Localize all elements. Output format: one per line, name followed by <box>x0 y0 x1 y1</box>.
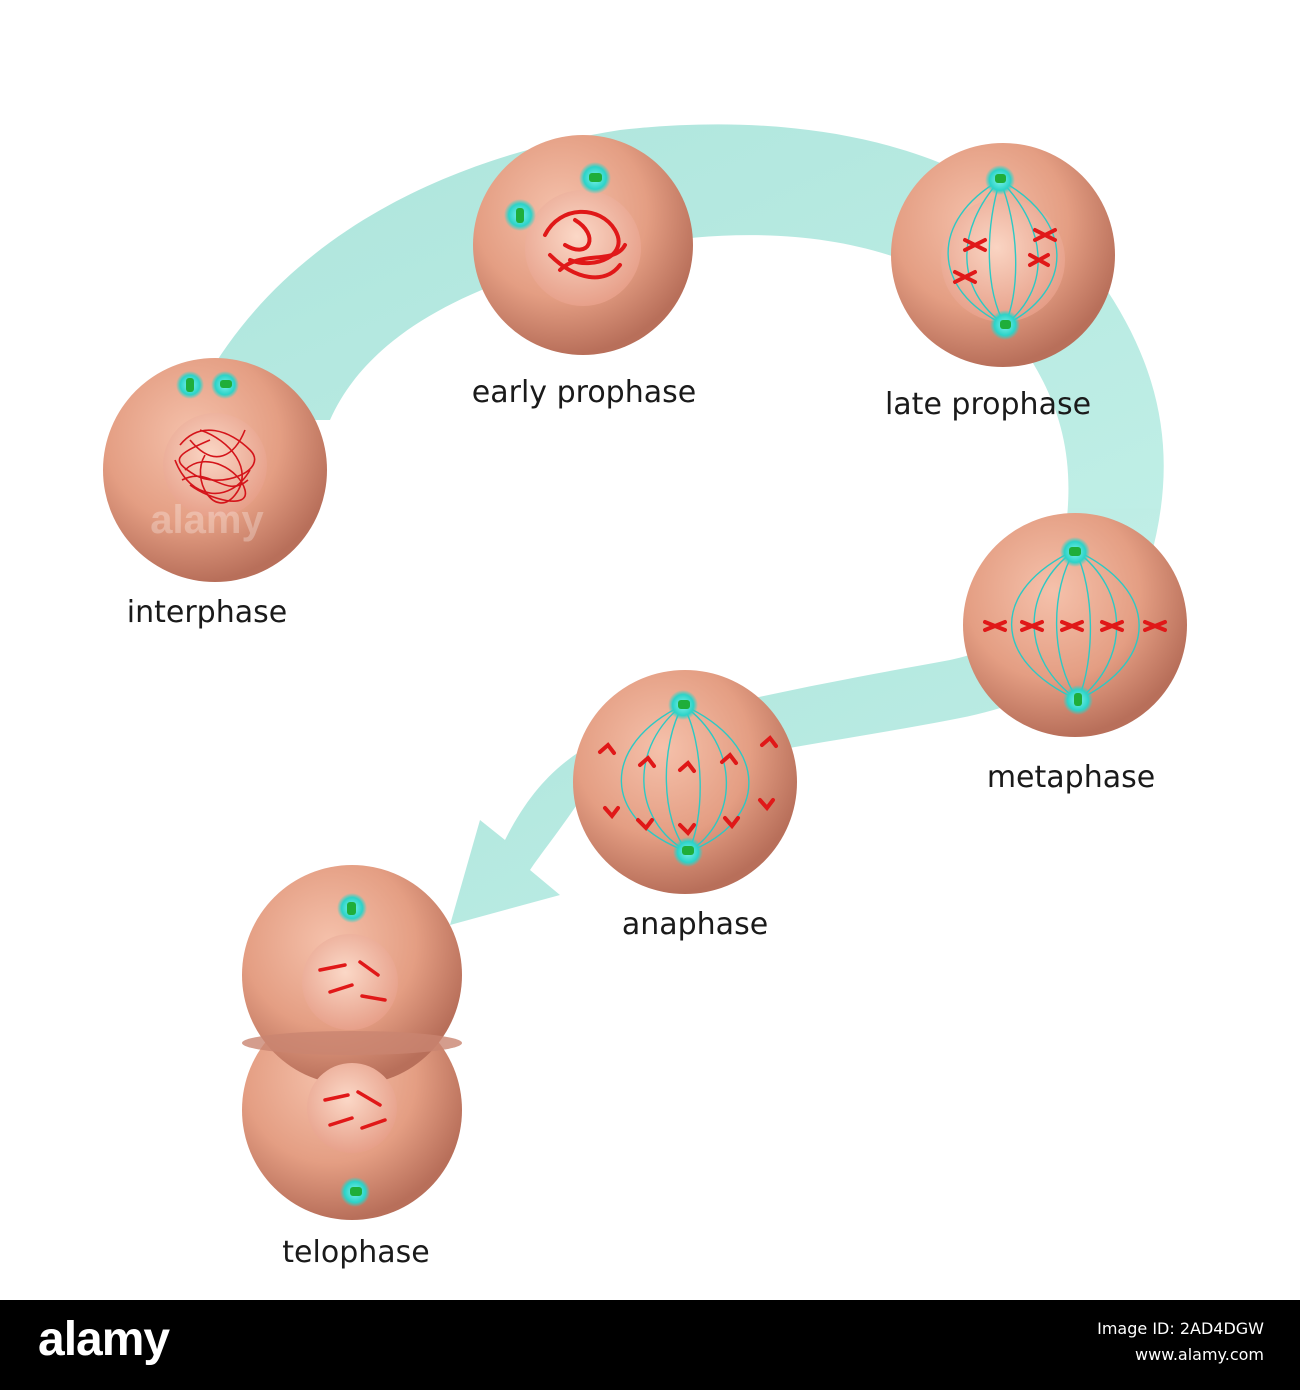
label-anaphase: anaphase <box>621 907 769 942</box>
centrosome-icon <box>1060 537 1093 715</box>
interphase-cell <box>103 358 327 582</box>
mitosis-diagram: interphase early prophase late prophase … <box>103 124 1187 1270</box>
brand-logo: alamy <box>38 1313 170 1366</box>
chromosome-icon <box>983 620 1167 632</box>
chromosome-icon <box>953 228 1057 284</box>
image-id: Image ID: 2AD4DGW <box>1097 1319 1264 1338</box>
centrosome-icon <box>668 690 703 867</box>
anaphase-cell <box>573 670 797 894</box>
spindle-fibers <box>620 704 750 853</box>
early-prophase-cell <box>473 135 693 355</box>
centrosome-icon <box>176 371 239 399</box>
label-interphase: interphase <box>126 595 288 630</box>
footer-bar: alamy Image ID: 2AD4DGW www.alamy.com <box>0 1300 1300 1390</box>
chromosome-icon <box>318 960 387 1130</box>
label-metaphase: metaphase <box>986 760 1156 795</box>
label-telophase: telophase <box>282 1235 430 1270</box>
telophase-cell <box>242 865 462 1220</box>
website-link[interactable]: www.alamy.com <box>1135 1345 1264 1364</box>
centrosome-icon <box>985 165 1020 340</box>
chromosome-icon <box>174 429 256 504</box>
label-early-prophase: early prophase <box>471 375 697 410</box>
footer-info: Image ID: 2AD4DGW www.alamy.com <box>1097 1316 1264 1368</box>
centrosome-icon <box>504 162 611 231</box>
label-late-prophase: late prophase <box>884 387 1092 422</box>
chromosome-icon <box>543 209 627 280</box>
chromosome-icon <box>598 735 778 837</box>
late-prophase-cell <box>891 143 1115 367</box>
centrosome-icon <box>337 893 370 1207</box>
watermark: alamy <box>150 498 264 542</box>
metaphase-cell <box>963 513 1187 737</box>
